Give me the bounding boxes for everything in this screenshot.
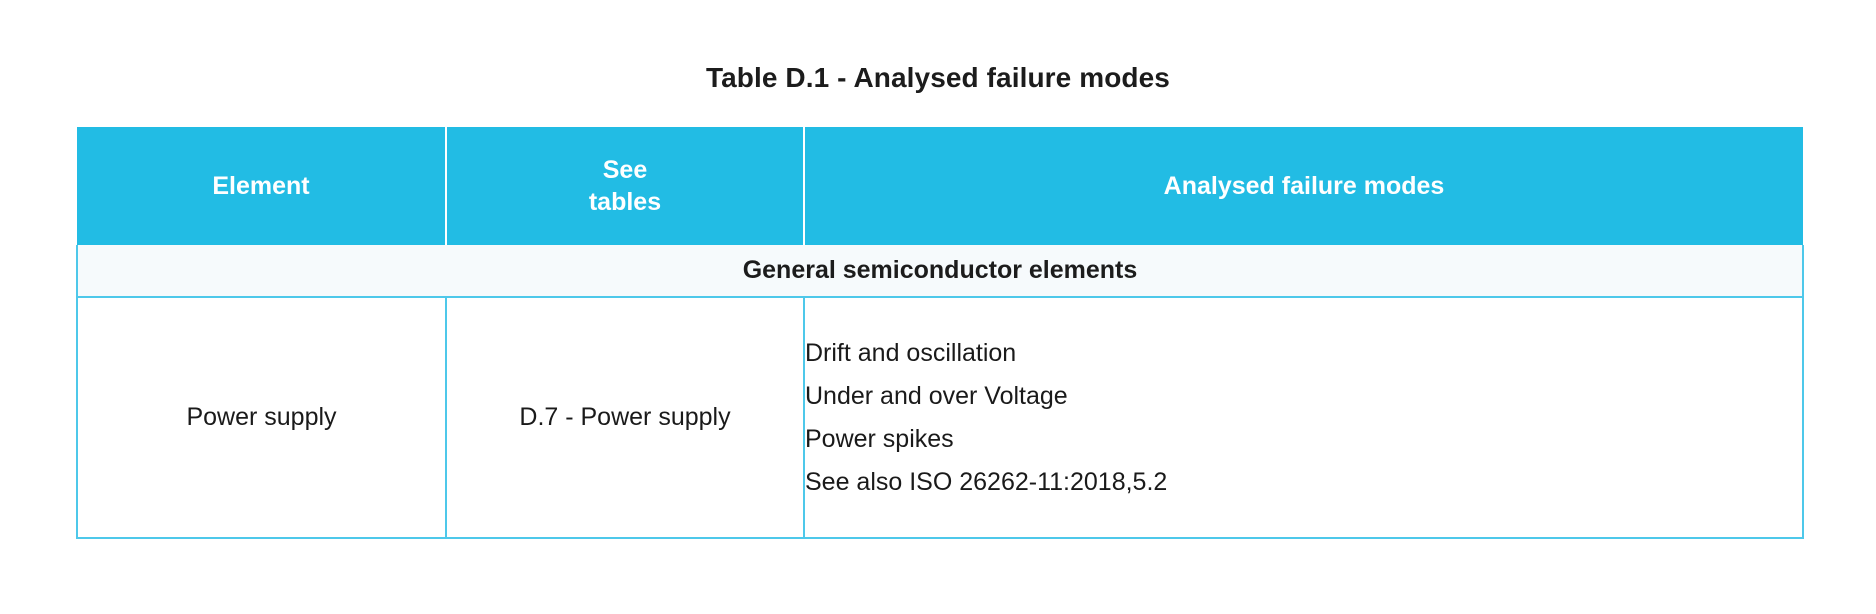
failure-mode-reference: See also ISO 26262-11:2018,5.2 — [805, 467, 1168, 496]
analysed-failure-modes-table: Element See tables Analysed failure mode… — [76, 127, 1804, 539]
table-body: General semiconductor elements Power sup… — [76, 245, 1804, 539]
column-header-see-tables: See tables — [446, 127, 805, 245]
failure-mode-item: Under and over Voltage — [805, 381, 1068, 410]
cell-see-tables-d7-power-supply: D.7 - Power supply — [445, 296, 805, 539]
table-title: Table D.1 - Analysed failure modes — [706, 62, 1170, 93]
section-heading-general-semiconductor-elements: General semiconductor elements — [76, 245, 1804, 298]
column-header-element: Element — [77, 127, 447, 245]
failure-mode-item: Drift and oscillation — [805, 338, 1017, 367]
cell-element-power-supply: Power supply — [76, 296, 447, 539]
header-row: Element See tables Analysed failure mode… — [77, 127, 1803, 245]
table-row: Power supply D.7 - Power supply Drift an… — [76, 296, 1804, 539]
table-header: Element See tables Analysed failure mode… — [77, 127, 1803, 245]
table-container: Element See tables Analysed failure mode… — [76, 127, 1804, 539]
column-header-analysed-failure-modes: Analysed failure modes — [804, 127, 1803, 245]
failure-mode-item: Power spikes — [805, 424, 954, 453]
cell-analysed-failure-modes: Drift and oscillation Under and over Vol… — [803, 296, 1804, 539]
section-heading-row: General semiconductor elements — [76, 245, 1804, 298]
column-header-see-tables-line1: See — [602, 156, 648, 184]
column-header-see-tables-line2: tables — [588, 188, 662, 216]
